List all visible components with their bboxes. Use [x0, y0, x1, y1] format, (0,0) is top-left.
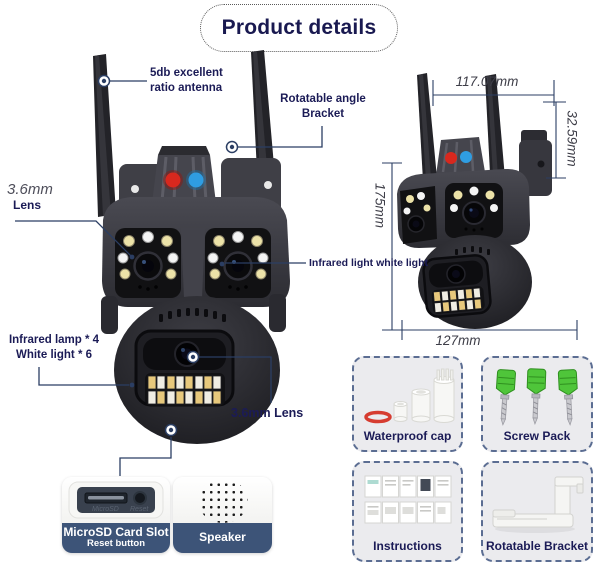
lens-bottom-label: 3.6mm Lens	[231, 406, 304, 420]
led-grid	[147, 375, 222, 405]
lens-right-leds	[207, 231, 269, 291]
reset-button-label: Reset button	[86, 538, 146, 550]
main-camera-image	[93, 50, 290, 444]
instructions-image	[364, 475, 452, 524]
side-camera-image	[397, 73, 552, 329]
blue-light	[460, 151, 472, 163]
dimension-right-height: 32.59mm	[564, 110, 580, 167]
microsd-callout-line	[119, 437, 172, 476]
callout-markers	[97, 74, 239, 437]
accessory-rotatable-bracket: Rotatable Bracket	[481, 461, 593, 562]
alarm-light-bar	[436, 137, 485, 175]
speaker-title: Speaker	[199, 530, 246, 545]
speaker-card-banner: Speaker	[173, 523, 272, 553]
bracket-callout-line	[238, 126, 323, 148]
lamps-callout-line	[38, 367, 129, 386]
antenna-label: 5db excellent ratio antenna	[150, 67, 223, 95]
accessory-instructions: Instructions	[352, 461, 463, 562]
bracket-label: Rotatable angle Bracket	[280, 93, 366, 121]
antenna-left	[417, 73, 437, 181]
lens-left-label: Lens	[13, 198, 42, 212]
dimension-lines	[382, 80, 578, 340]
ball-front-panel	[134, 329, 235, 407]
microsd-slot-image: MicroSD Reset	[68, 481, 164, 519]
lens-bottom-callout-line	[199, 356, 272, 403]
lens-right-leds	[450, 186, 498, 232]
reset-button	[133, 491, 147, 505]
microsd-card: MicroSD Reset MicroSD Card Slot Reset bu…	[62, 477, 170, 553]
instructions-label: Instructions	[373, 539, 442, 553]
infrared-label: Infrared light white light	[309, 257, 428, 269]
alarm-light-bar	[152, 146, 216, 203]
svg-text:MicroSD: MicroSD	[92, 506, 119, 513]
vent-slots	[159, 308, 226, 322]
rotatable-bracket-image	[492, 476, 584, 533]
anchor-and-screw	[495, 368, 578, 426]
antenna-right	[485, 74, 506, 193]
lens-left-value: 3.6mm	[7, 181, 53, 198]
microsd-card-title: MicroSD Card Slot	[63, 524, 169, 539]
dimension-top-width: 117.07mm	[455, 74, 519, 89]
accessory-screw-pack: Screw Pack	[481, 356, 593, 452]
svg-text:Reset: Reset	[130, 506, 149, 513]
red-light	[445, 152, 457, 164]
microsd-card-banner: MicroSD Card Slot Reset button	[62, 523, 170, 553]
screw-pack-label: Screw Pack	[503, 429, 571, 443]
screw-pack-image	[495, 368, 578, 426]
lens-left-leds	[403, 192, 431, 233]
speaker-holes-image	[198, 479, 248, 523]
rubber-ring	[364, 410, 392, 424]
lens-left-callout-line	[15, 220, 132, 257]
dimension-left-height: 175mm	[372, 182, 388, 228]
waterproof-cap-image	[364, 368, 455, 424]
ball-front-panel	[422, 254, 492, 318]
antenna-left	[93, 54, 116, 217]
accessory-waterproof-cap: Waterproof cap	[352, 356, 463, 452]
dimension-bottom-width: 127mm	[435, 333, 481, 348]
waterproof-cap-label: Waterproof cap	[363, 429, 452, 443]
rotatable-bracket-label: Rotatable Bracket	[485, 539, 589, 553]
lamps-label: Infrared lamp * 4 White light * 6	[8, 334, 100, 362]
speaker-card: Speaker	[173, 477, 272, 553]
title-pill: Product details	[200, 4, 398, 52]
page-title: Product details	[221, 16, 377, 39]
lens-left-leds	[117, 231, 179, 291]
antenna-right	[251, 50, 276, 192]
